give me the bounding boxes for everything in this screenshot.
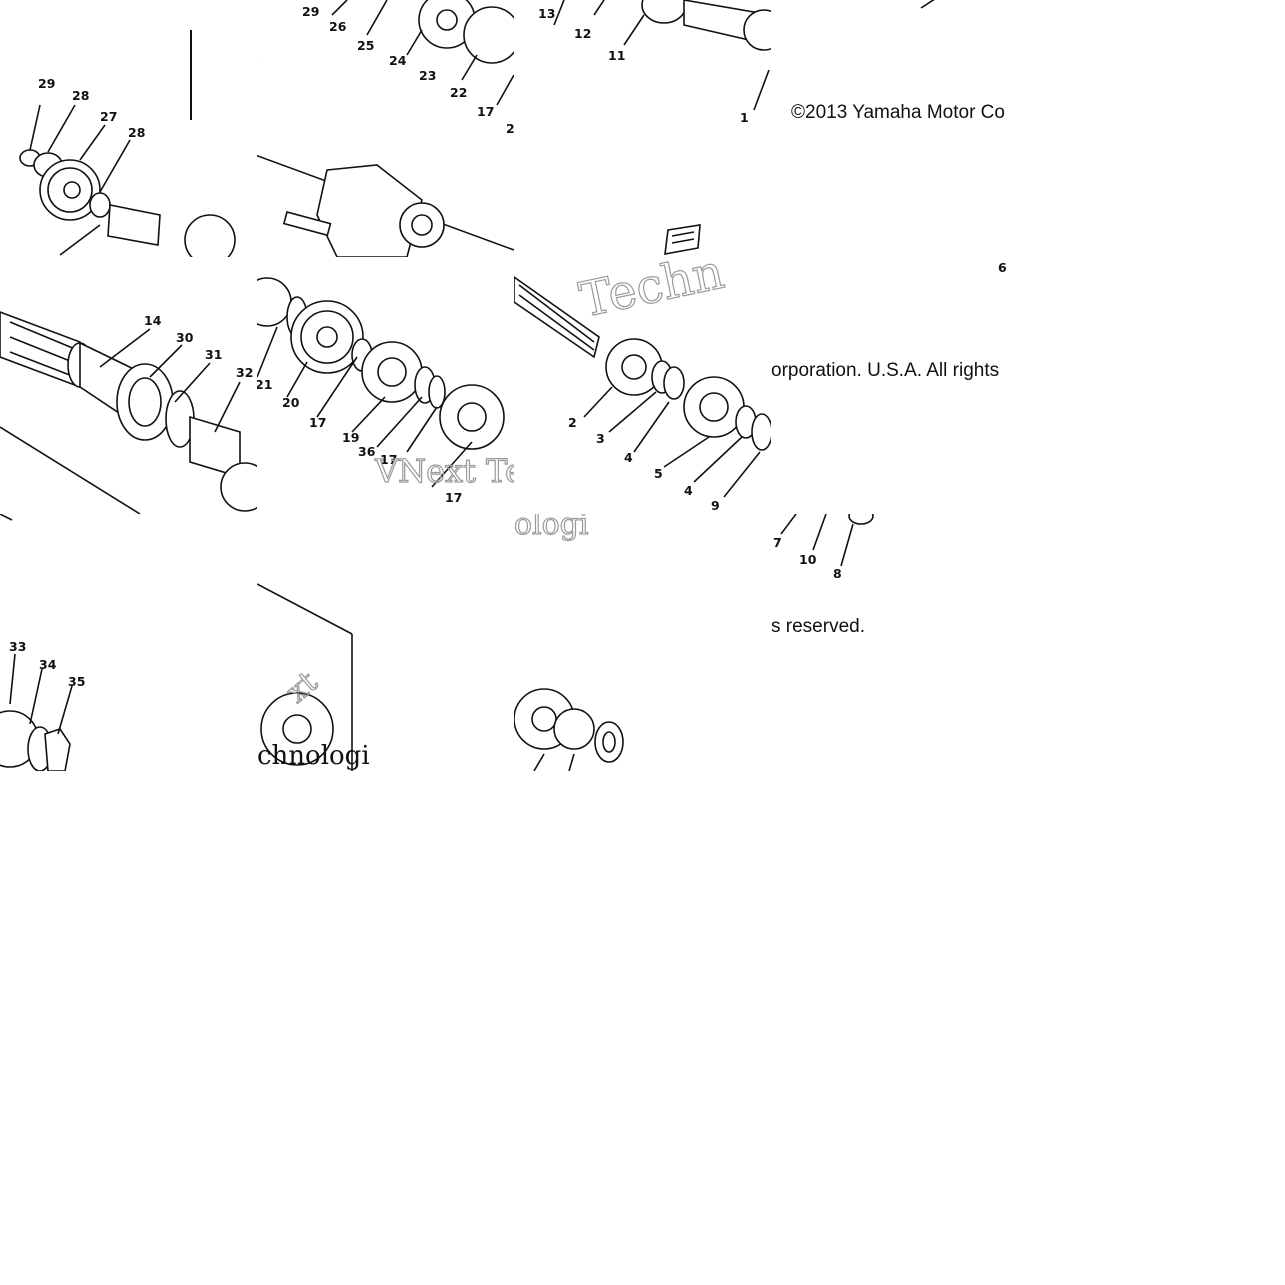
- watermark-text: chnologi: [257, 741, 370, 771]
- part-number-label: 19: [342, 430, 359, 445]
- diagram-tile-copyright-2: 6 orporation. U.S.A. All rights: [771, 257, 1028, 514]
- part-number-label: 7: [773, 535, 782, 550]
- part-number-label: 21: [257, 377, 272, 392]
- part-number-label: 27: [100, 109, 117, 124]
- copyright-text: ©2013 Yamaha Motor Co: [791, 102, 1005, 123]
- part-number-label: 12: [574, 26, 591, 41]
- diagram-fragment-label-plate: [664, 224, 701, 255]
- part-number-label: 20: [282, 395, 300, 410]
- copyright-text: s reserved.: [771, 616, 865, 637]
- part-number-label: 24: [389, 53, 407, 68]
- copyright-text: orporation. U.S.A. All rights: [771, 360, 1000, 381]
- part-number-label: 22: [450, 85, 467, 100]
- part-number-label: 28: [72, 88, 89, 103]
- diagram-tile-nut-33-35: 33 34 35: [0, 514, 257, 771]
- watermark-text: ologi: [514, 514, 589, 542]
- part-number-label: 4: [684, 483, 693, 498]
- part-number-label: 17: [477, 104, 494, 119]
- part-number-label: 36: [358, 444, 376, 459]
- diagram-tile-gear-27: 29 28 27 28: [0, 0, 257, 257]
- part-number-label: 26: [329, 19, 347, 34]
- part-number-label: 28: [128, 125, 145, 140]
- diagram-tile-gears-17-21: 21 20 17 19 36 17 17 VNext Te: [257, 257, 514, 514]
- part-number-label: 11: [608, 48, 625, 63]
- part-number-label: 35: [68, 674, 85, 689]
- part-number-label: 14: [144, 313, 162, 328]
- diagram-tile-frame-edge: xt chnologi: [257, 514, 514, 771]
- part-number-label: 4: [624, 450, 633, 465]
- diagram-tile-copyright-3: 7 10 8 s reserved.: [771, 514, 1028, 771]
- part-number-label: 9: [711, 498, 720, 513]
- part-number-label: 3: [596, 431, 605, 446]
- part-number-label: 13: [538, 6, 555, 21]
- part-number-label: 2: [568, 415, 577, 430]
- part-number-label: 29: [38, 76, 55, 91]
- watermark-text: VNext Te: [374, 452, 514, 490]
- watermark-text: Techn: [575, 257, 729, 329]
- part-number-label: 17: [380, 452, 397, 467]
- diagram-tile-shaft-11: 13 12 11 1: [514, 0, 771, 257]
- part-number-label: 6: [998, 260, 1007, 275]
- part-number-label: 31: [205, 347, 222, 362]
- part-number-label: 29: [302, 4, 319, 19]
- part-number-label: 5: [654, 466, 663, 481]
- part-number-label: 1: [740, 110, 749, 125]
- diagram-tile-main-shaft-14: 14 30 31 32: [0, 257, 257, 514]
- diagram-tile-gear-pair: ologi: [514, 514, 771, 771]
- part-number-label: 10: [799, 552, 817, 567]
- part-number-label: 2: [506, 121, 514, 136]
- part-number-label: 8: [833, 566, 842, 581]
- diagram-tile-copyright-1: ©2013 Yamaha Motor Co: [771, 0, 1028, 257]
- diagram-tile-shaft-gears-2-9: 2 3 4 5 4 9 Techn: [514, 257, 771, 514]
- part-number-label: 17: [445, 490, 462, 505]
- part-number-label: 17: [309, 415, 326, 430]
- diagram-tile-gears-22-26: 29 26 25 24 23 22 17 2: [257, 0, 514, 257]
- part-number-label: 34: [39, 657, 57, 672]
- part-number-label: 25: [357, 38, 374, 53]
- part-number-label: 30: [176, 330, 194, 345]
- part-number-label: 33: [9, 639, 26, 654]
- part-number-label: 23: [419, 68, 436, 83]
- part-number-label: 32: [236, 365, 253, 380]
